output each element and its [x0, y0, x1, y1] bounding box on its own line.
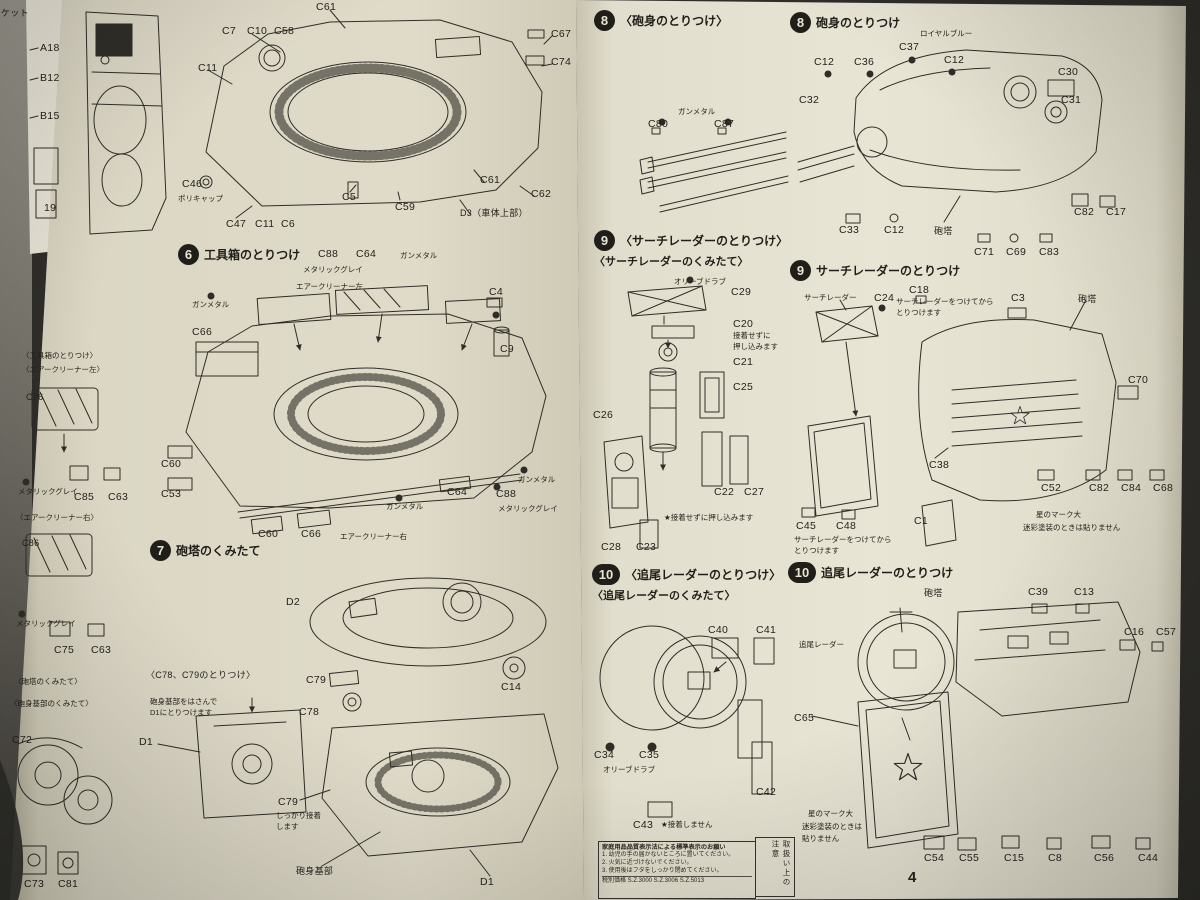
margin-aircleaner-right-diagram	[18, 533, 105, 637]
notice-line: 1. 幼児の手の届かないところに置いてください。	[602, 852, 735, 859]
notice-line: 3. 使用後はフタをしっかり閉めてください。	[602, 867, 723, 874]
right-page-paper	[576, 0, 1186, 900]
searchradar-assembly-diagram	[603, 276, 749, 549]
previous-page-parts-art	[29, 47, 59, 219]
toolbox-attachment-diagram	[167, 285, 547, 535]
page-corner-shadow	[0, 760, 24, 900]
trackradar-assembly-diagram	[599, 625, 775, 818]
left-page-paper	[10, 0, 584, 900]
hull-side-diagram	[85, 11, 167, 235]
trackradar-attachment-diagram	[811, 601, 1164, 851]
gun-attachment-turret-diagram	[797, 49, 1116, 243]
hull-top-diagram	[199, 9, 553, 219]
notice-title: 家庭用品品質表示法による標準表示のお願い	[602, 844, 726, 851]
searchradar-attachment-diagram	[801, 295, 1165, 547]
margin-gunbase-diagram	[17, 737, 113, 875]
gun-barrel-parts-diagram	[639, 118, 789, 213]
safety-notice-box: 家庭用品品質表示法による標準表示のお願い 1. 幼児の手の届かないところに置いて…	[598, 841, 756, 899]
notice-price-line: 税別価格 S.Z.3000 S.Z.3006 S.Z.5013	[602, 876, 752, 886]
page-number: 4	[908, 869, 917, 886]
notice-line: 2. 火気に近づけないでください。	[602, 859, 693, 866]
turret-assembly-diagram	[157, 577, 559, 877]
margin-aircleaner-left-diagram	[22, 387, 121, 486]
notice-lines: 1. 幼児の手の届かないところに置いてください。2. 火気に近づけないでください…	[602, 852, 752, 875]
handling-note-box: 取扱い上の注意	[755, 837, 795, 897]
